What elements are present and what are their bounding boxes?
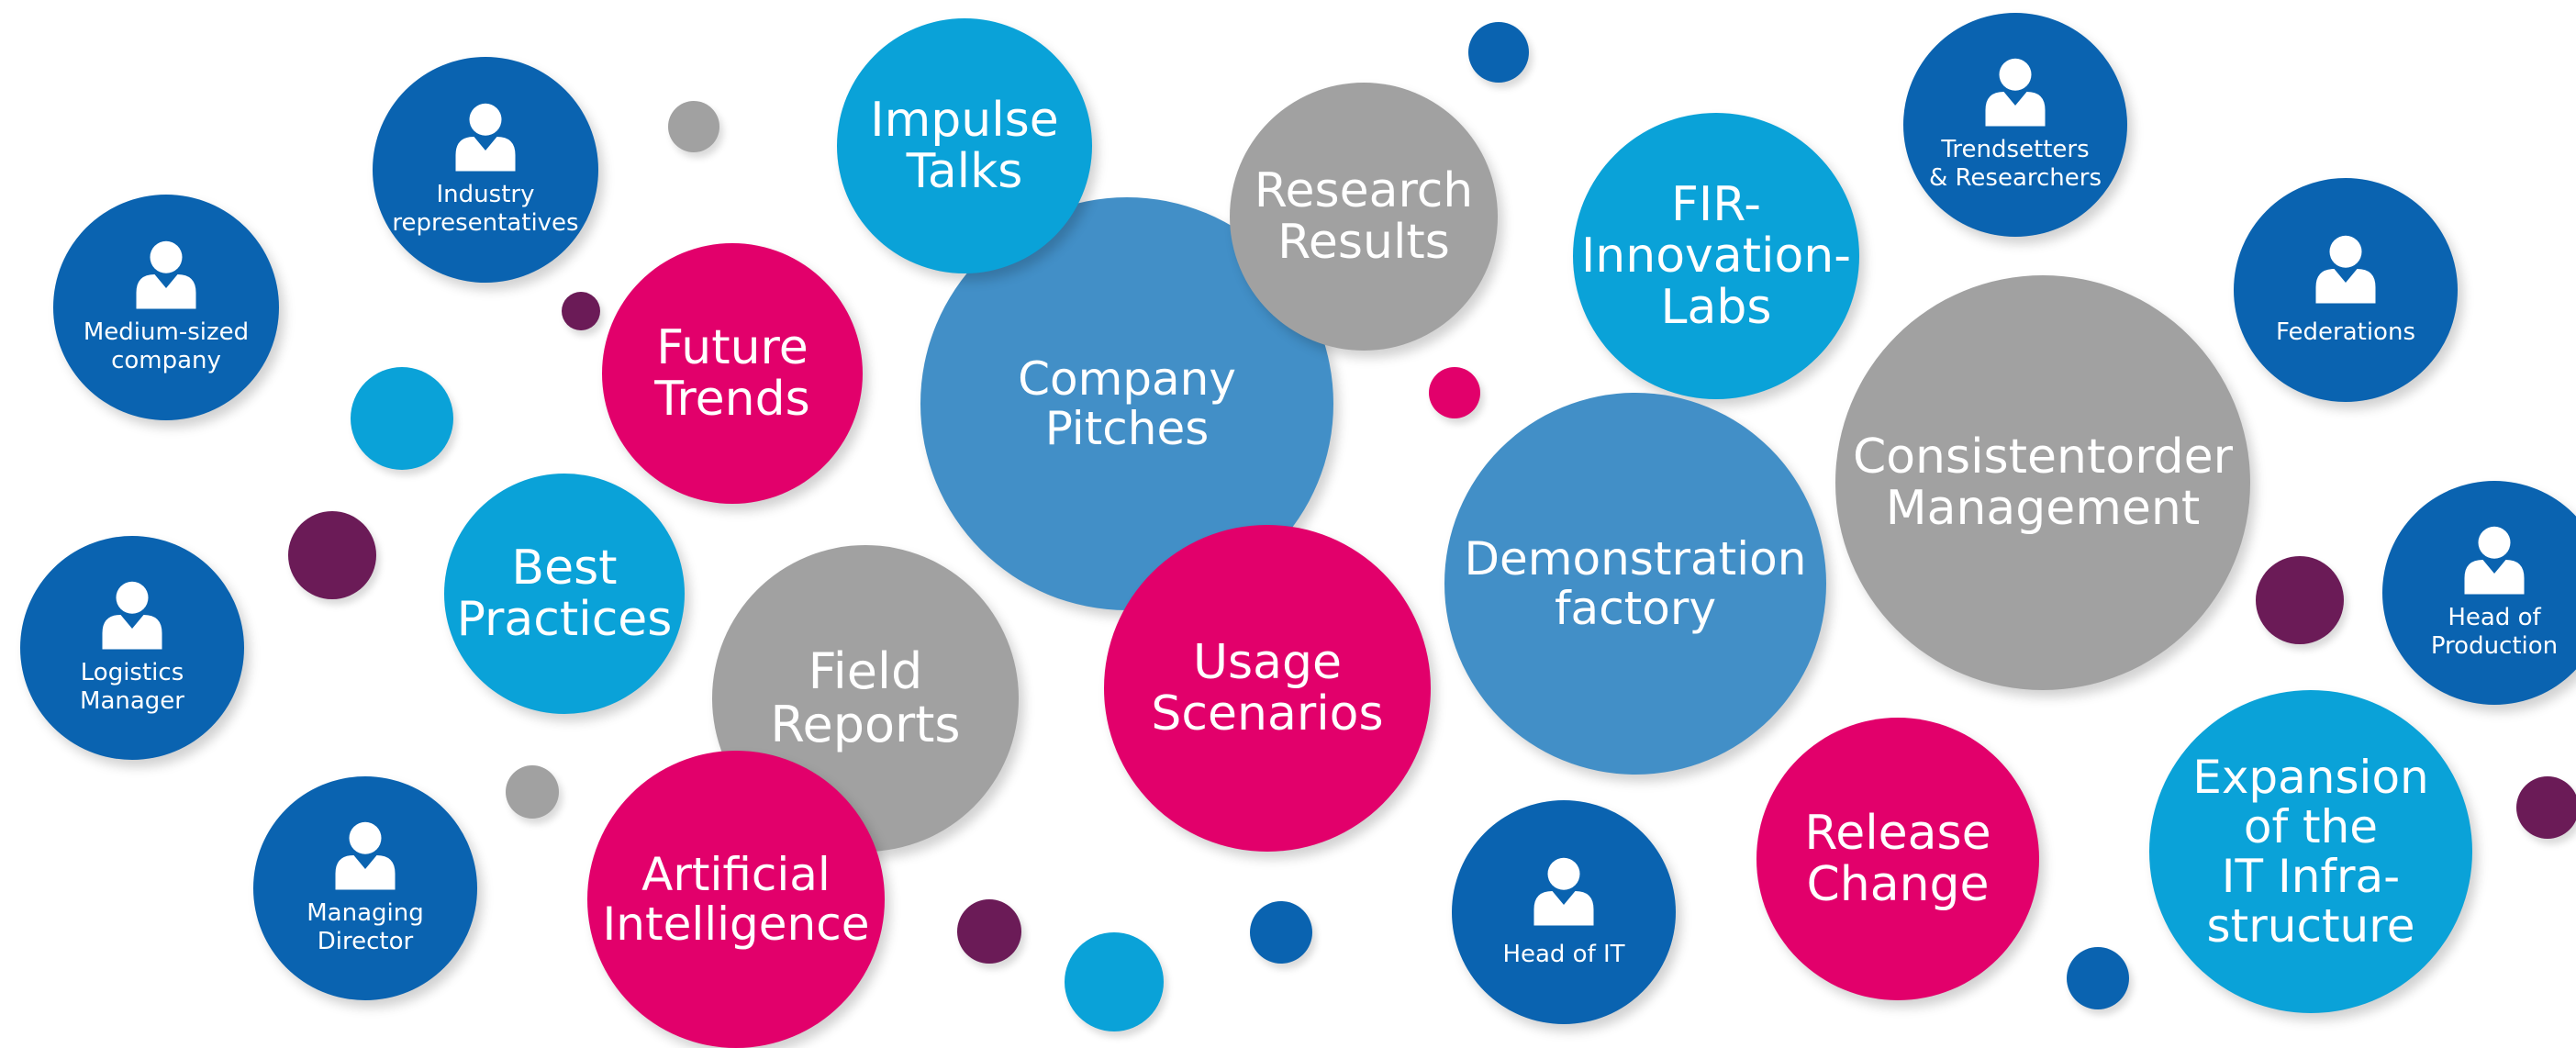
topic-label-line: Field <box>808 641 923 700</box>
topic-label-line: Impulse <box>870 92 1059 148</box>
topic-label-line: Practices <box>456 592 673 647</box>
person-icon <box>2464 527 2525 595</box>
persona-industry-representatives: Industry representatives <box>373 57 598 283</box>
topic-label-line: Company <box>1018 352 1236 406</box>
decorative-dot-purple <box>562 292 600 330</box>
persona-federations: Federations <box>2234 178 2458 402</box>
persona-label-line: Industry <box>436 181 535 209</box>
person-icon <box>1985 59 2046 127</box>
persona-medium-sized-company: Medium-sized company <box>53 195 279 420</box>
persona-head-of-production: Head of Production <box>2382 481 2576 705</box>
persona-label-line: Managing <box>307 899 424 928</box>
decorative-dot-light-blue <box>351 367 453 470</box>
persona-label-line: Director <box>317 928 414 955</box>
persona-label-line: representatives <box>392 209 579 237</box>
persona-label-line: Head of IT <box>1502 940 1625 968</box>
decorative-dot-gray <box>506 765 559 819</box>
decorative-dot-dark-blue <box>2067 947 2129 1009</box>
persona-head-of-it: Head of IT <box>1452 800 1676 1024</box>
topic-label-line: Labs <box>1660 280 1772 336</box>
topic-label-line: Pitches <box>1044 402 1210 455</box>
person-icon <box>335 822 396 890</box>
topic-artificial-intelligence: Artificial Intelligence <box>587 751 885 1048</box>
topic-label-line: structure <box>2206 899 2415 953</box>
person-icon <box>136 241 196 309</box>
persona-label-line: & Researchers <box>1928 164 2102 192</box>
persona-label-line: Federations <box>2275 318 2415 346</box>
topic-label-line: FIR- <box>1670 176 1762 232</box>
persona-label-line: company <box>111 347 221 374</box>
topic-fir-innovation-labs: FIR- Innovation- Labs <box>1573 113 1859 399</box>
topic-label-line: Change <box>1806 857 1990 912</box>
topic-label-line: Reports <box>770 696 961 753</box>
topic-consistent-order-management: Consistentorder Management <box>1835 275 2250 690</box>
topic-label-line: Scenarios <box>1151 686 1384 741</box>
persona-label-line: Trendsetters <box>1941 136 2090 164</box>
topic-label-line: Demonstration <box>1464 532 1807 585</box>
topic-label-line: Consistentorder <box>1852 429 2234 485</box>
topic-label-line: Release <box>1804 805 1991 861</box>
person-icon <box>102 582 162 650</box>
persona-label-line: Logistics <box>80 659 184 687</box>
topic-label-line: Best <box>511 540 618 596</box>
topic-label-line: of the <box>2243 800 2379 853</box>
topic-label-line: IT Infra- <box>2221 850 2401 903</box>
person-icon <box>1533 857 1594 926</box>
decorative-dot-dark-blue <box>1250 901 1312 964</box>
persona-label-line: Medium-sized <box>83 318 250 347</box>
topic-usage-scenarios: Usage Scenarios <box>1104 525 1431 852</box>
person-icon <box>455 104 516 172</box>
persona-logistics-manager: Logistics Manager <box>20 536 244 760</box>
topic-impulse-talks: Impulse Talks <box>837 18 1092 273</box>
decorative-dot-pink <box>1429 367 1480 418</box>
persona-label-line: Head of <box>2448 604 2541 632</box>
decorative-dot-purple <box>2256 556 2344 644</box>
topic-label-line: Future <box>656 319 808 375</box>
persona-trendsetters-researchers: Trendsetters & Researchers <box>1903 13 2127 237</box>
topic-label-line: Usage <box>1192 634 1343 690</box>
topic-label-line: Artificial <box>641 848 831 901</box>
topic-research-results: Research Results <box>1230 83 1498 351</box>
persona-managing-director: Managing Director <box>253 776 477 1000</box>
decorative-dot-dark-blue <box>1468 22 1529 83</box>
topic-future-trends: Future Trends <box>602 243 863 504</box>
decorative-dot-purple <box>288 511 376 599</box>
topic-demonstration-factory: Demonstration factory <box>1444 393 1826 775</box>
topic-release-change: Release Change <box>1756 718 2039 1000</box>
decorative-dot-purple <box>957 899 1021 964</box>
persona-label-line: Manager <box>80 687 184 715</box>
topic-label-line: Expansion <box>2192 751 2429 804</box>
topic-label-line: factory <box>1554 582 1717 635</box>
decorative-dot-gray <box>668 101 719 152</box>
decorative-dot-light-blue <box>1065 932 1164 1031</box>
topic-label-line: Intelligence <box>602 897 870 951</box>
topic-best-practices: Best Practices <box>444 474 685 714</box>
topic-label-line: Results <box>1277 215 1450 270</box>
persona-label-line: Production <box>2430 632 2559 660</box>
topic-label-line: Research <box>1254 162 1474 218</box>
topic-expansion-it-infrastructure: Expansion of the IT Infra- structure <box>2149 690 2472 1013</box>
person-icon <box>2315 235 2376 304</box>
topic-label-line: Trends <box>654 372 810 427</box>
decorative-dot-purple <box>2516 776 2576 839</box>
topic-label-line: Talks <box>906 144 1023 199</box>
topic-label-line: Innovation- <box>1580 228 1852 284</box>
topic-label-line: Management <box>1885 481 2201 536</box>
